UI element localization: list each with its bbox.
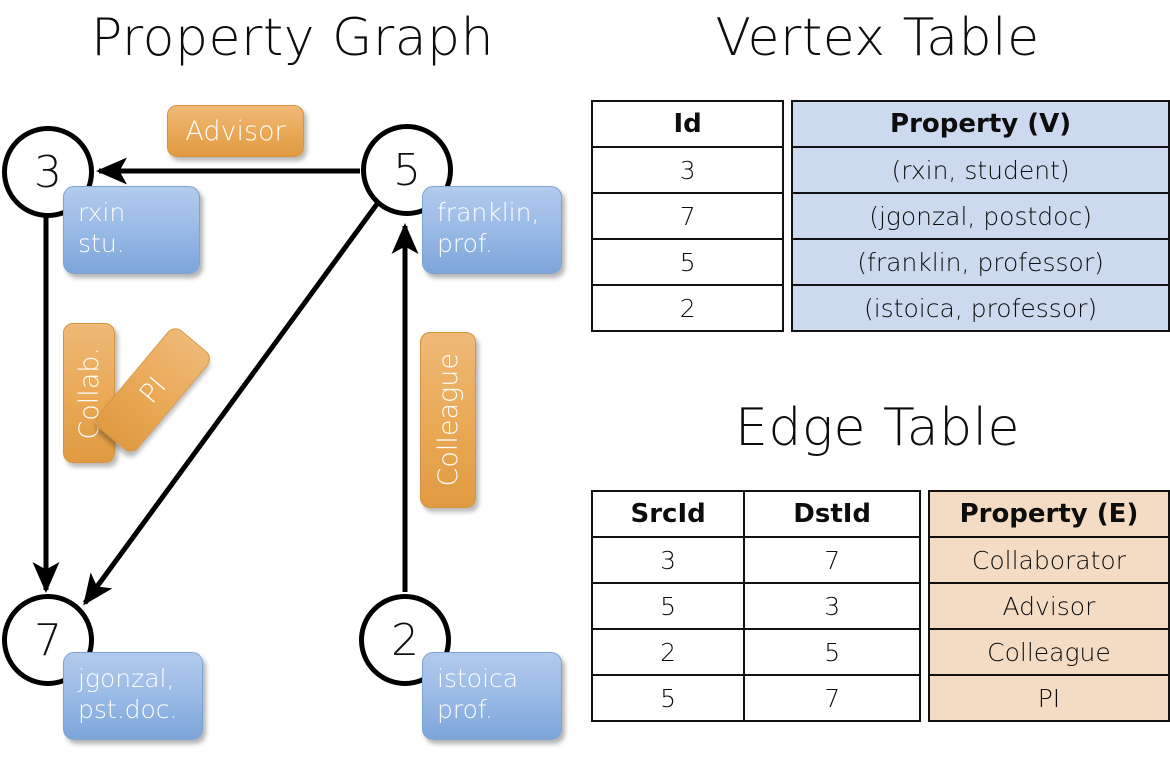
property-graph-diagram: 3 5 7 2 rxin stu. franklin, prof. jgonza… xyxy=(2,105,562,740)
vertex-property-box-7[interactable]: jgonzal, pst.doc. xyxy=(63,652,203,740)
edge-table-header-property: Property (E) xyxy=(927,490,1170,538)
graph-node-5-id: 5 xyxy=(393,144,421,196)
vertex-table-column-gap xyxy=(783,101,793,147)
vertex-cell-id: 7 xyxy=(590,192,785,240)
vertex-property-box-2-line1: istoica xyxy=(437,664,519,693)
edge-arrow-pi xyxy=(82,202,380,606)
vertex-property-box-5[interactable]: franklin, prof. xyxy=(422,186,562,274)
vertex-cell-property: (franklin, professor) xyxy=(791,238,1170,286)
edge-cell-property: PI xyxy=(927,674,1170,722)
vertex-cell-property: (istoica, professor) xyxy=(791,284,1170,332)
table-row[interactable]: 7 (jgonzal, postdoc) xyxy=(590,192,1170,240)
page-title-edge-table: Edge Table xyxy=(734,398,1021,458)
edge-label-colleague-text: Colleague xyxy=(432,353,464,487)
vertex-property-box-5-line2: prof. xyxy=(437,229,493,259)
edge-cell-dstid: 7 xyxy=(743,674,922,722)
edge-cell-property: Collaborator xyxy=(927,536,1170,584)
vertex-table-header-row: Id Property (V) xyxy=(590,100,1170,148)
vertex-cell-id: 3 xyxy=(590,146,785,194)
page-title-property-graph: Property Graph xyxy=(90,8,495,68)
edge-table-column-gap xyxy=(920,675,929,721)
edge-cell-dstid: 7 xyxy=(743,536,922,584)
graph-node-5[interactable]: 5 xyxy=(361,124,453,216)
vertex-table-column-gap xyxy=(783,193,793,239)
edge-cell-dstid: 5 xyxy=(743,628,922,676)
vertex-table-column-gap xyxy=(783,239,793,285)
graph-edge-arrows xyxy=(32,157,419,606)
graph-node-2-id: 2 xyxy=(391,614,419,666)
edge-label-collab[interactable]: Collab. xyxy=(63,323,115,463)
graph-node-7-id: 7 xyxy=(34,614,62,666)
edge-table-header-row: SrcId DstId Property (E) xyxy=(590,490,1170,538)
edge-table-column-gap xyxy=(920,537,929,583)
vertex-cell-id: 5 xyxy=(590,238,785,286)
vertex-property-box-7-line1: jgonzal, xyxy=(78,664,175,693)
edge-cell-srcid: 5 xyxy=(590,582,746,630)
table-row[interactable]: 3 (rxin, student) xyxy=(590,146,1170,194)
vertex-cell-property: (rxin, student) xyxy=(791,146,1170,194)
edge-cell-srcid: 5 xyxy=(590,674,746,722)
edge-table: SrcId DstId Property (E) 3 7 Collaborato… xyxy=(590,490,1170,722)
table-row[interactable]: 5 (franklin, professor) xyxy=(590,238,1170,286)
vertex-cell-id: 2 xyxy=(590,284,785,332)
edge-cell-dstid: 3 xyxy=(743,582,922,630)
vertex-table-column-gap xyxy=(783,147,793,193)
edge-table-column-gap xyxy=(920,629,929,675)
edge-cell-srcid: 3 xyxy=(590,536,746,584)
edge-table-header-srcid: SrcId xyxy=(590,490,746,538)
vertex-property-box-2-line2: prof. xyxy=(437,695,493,725)
vertex-property-box-2[interactable]: istoica prof. xyxy=(422,652,562,740)
edge-cell-property: Advisor xyxy=(927,582,1170,630)
edge-label-pi-text: PI xyxy=(133,370,173,410)
page-title-vertex-table: Vertex Table xyxy=(715,8,1040,68)
table-row[interactable]: 2 5 Colleague xyxy=(590,628,1170,676)
table-row[interactable]: 3 7 Collaborator xyxy=(590,536,1170,584)
table-row[interactable]: 5 7 PI xyxy=(590,674,1170,722)
edge-cell-srcid: 2 xyxy=(590,628,746,676)
vertex-property-box-3[interactable]: rxin stu. xyxy=(63,186,200,274)
edge-cell-property: Colleague xyxy=(927,628,1170,676)
edge-table-column-gap xyxy=(920,491,929,537)
edge-label-colleague[interactable]: Colleague xyxy=(420,332,476,508)
edge-table-header-dstid: DstId xyxy=(743,490,922,538)
edge-label-advisor[interactable]: Advisor xyxy=(167,105,304,157)
table-row[interactable]: 2 (istoica, professor) xyxy=(590,284,1170,332)
vertex-property-box-3-line1: rxin xyxy=(78,198,126,227)
vertex-cell-property: (jgonzal, postdoc) xyxy=(791,192,1170,240)
vertex-table-column-gap xyxy=(783,285,793,331)
vertex-table-header-property: Property (V) xyxy=(791,100,1170,148)
vertex-property-box-5-line1: franklin, xyxy=(437,198,540,227)
edge-table-column-gap xyxy=(920,583,929,629)
vertex-table-header-id: Id xyxy=(590,100,785,148)
edge-label-advisor-text: Advisor xyxy=(185,115,286,147)
graph-node-3-id: 3 xyxy=(34,146,62,198)
vertex-property-box-7-line2: pst.doc. xyxy=(78,695,178,725)
graph-node-2[interactable]: 2 xyxy=(359,594,451,686)
vertex-table: Id Property (V) 3 (rxin, student) 7 (jgo… xyxy=(590,100,1170,332)
vertex-property-box-3-line2: stu. xyxy=(78,229,125,259)
table-row[interactable]: 5 3 Advisor xyxy=(590,582,1170,630)
